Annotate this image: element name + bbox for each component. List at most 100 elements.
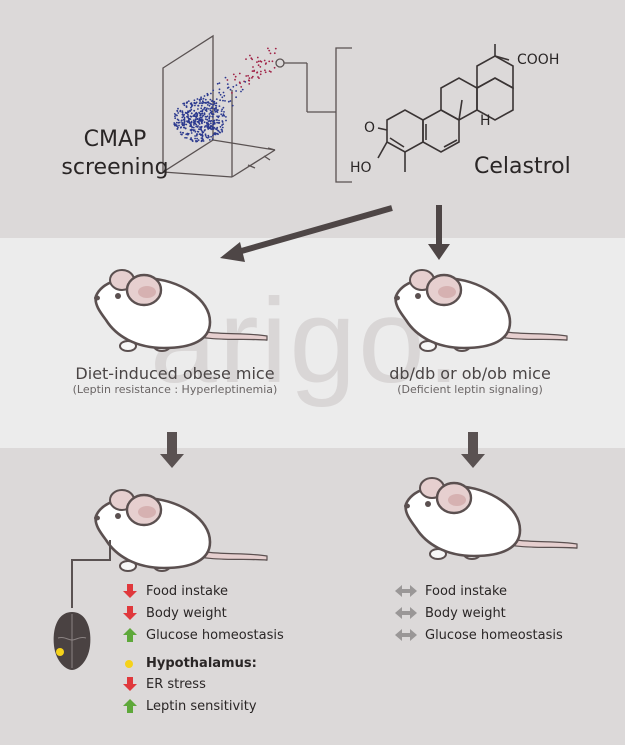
scatter-point <box>205 108 208 111</box>
scatter-point <box>210 107 212 110</box>
cmap-line2: screening <box>61 155 169 180</box>
scatter-point <box>231 104 234 107</box>
cmap-scatter-plot <box>162 34 276 178</box>
scatter-point <box>185 105 188 107</box>
scatter-point <box>205 102 207 104</box>
scatter-point <box>175 121 178 124</box>
scatter-point <box>189 102 192 105</box>
effect-label: Leptin sensitivity <box>146 698 257 714</box>
scatter-point <box>201 102 204 105</box>
scatter-point <box>257 60 260 63</box>
scatter-point <box>218 82 221 84</box>
scatter-point <box>190 108 193 111</box>
scatter-point <box>201 132 204 134</box>
scatter-point <box>223 115 226 117</box>
scatter-point <box>189 123 192 126</box>
effect-item: Leptin sensitivity <box>122 696 257 716</box>
scatter-point <box>190 115 193 118</box>
scatter-point <box>214 133 217 136</box>
effect-label: Body weight <box>146 605 227 621</box>
scatter-point <box>251 75 254 78</box>
scatter-point <box>206 121 208 124</box>
scatter-point <box>185 102 188 104</box>
scatter-point <box>177 107 179 110</box>
scatter-point <box>269 52 272 55</box>
scatter-point <box>183 121 186 124</box>
scatter-point <box>224 100 226 102</box>
scatter-point <box>192 129 195 131</box>
scatter-point <box>199 126 201 128</box>
scatter-point <box>199 113 202 115</box>
scatter-point <box>173 122 176 124</box>
scatter-point <box>206 115 209 118</box>
scatter-point <box>181 121 184 124</box>
scatter-point <box>201 139 204 142</box>
scatter-point <box>184 127 187 130</box>
scatter-point <box>199 110 202 113</box>
scatter-point <box>227 86 230 89</box>
scatter-point <box>189 138 192 141</box>
scatter-point <box>210 135 213 138</box>
scatter-point <box>200 107 203 110</box>
scatter-point <box>200 98 203 100</box>
scatter-point <box>193 114 195 117</box>
scatter-point <box>256 61 258 63</box>
scatter-point <box>196 98 199 100</box>
cmap-line1: CMAP <box>83 127 147 152</box>
scatter-point <box>202 97 205 100</box>
scatter-point <box>190 112 193 115</box>
scatter-point <box>186 121 189 123</box>
cooh-label: COOH <box>517 52 560 68</box>
dio-subtitle: (Leptin resistance : Hyperleptinemia) <box>72 383 278 396</box>
scatter-point <box>221 96 224 99</box>
scatter-point <box>189 109 191 112</box>
scatter-point <box>206 94 209 97</box>
scatter-point <box>210 110 213 113</box>
scatter-point <box>193 109 196 112</box>
scatter-point <box>201 100 204 103</box>
scatter-point <box>196 126 199 128</box>
scatter-point <box>200 104 203 107</box>
scatter-point <box>247 79 250 82</box>
scatter-point <box>211 113 214 116</box>
scatter-point <box>204 98 207 101</box>
scatter-point <box>212 120 215 123</box>
scatter-point <box>225 119 227 122</box>
brain-icon <box>53 612 91 670</box>
scatter-point <box>203 129 206 132</box>
arrow-down-icon <box>122 676 138 692</box>
scatter-point <box>201 109 204 111</box>
scatter-point <box>178 121 181 124</box>
scatter-point <box>203 108 205 110</box>
scatter-point <box>235 90 238 92</box>
scatter-point <box>264 69 266 72</box>
scatter-point <box>217 130 220 132</box>
scatter-point <box>232 73 235 76</box>
scatter-point <box>187 115 190 117</box>
scatter-point <box>222 91 225 94</box>
effect-item: Body weight <box>395 603 506 623</box>
scatter-point <box>263 59 266 62</box>
scatter-point <box>218 105 221 107</box>
scatter-point <box>240 90 242 93</box>
scatter-point <box>210 122 212 125</box>
scatter-point <box>206 126 209 129</box>
scatter-point <box>229 100 232 102</box>
scatter-point <box>208 117 211 120</box>
scatter-point <box>219 131 222 134</box>
scatter-point <box>195 125 198 128</box>
scatter-point <box>271 60 274 63</box>
scatter-point <box>223 111 225 113</box>
scatter-point <box>191 140 194 143</box>
dot-icon <box>122 655 138 671</box>
effect-item: Body weight <box>122 603 227 623</box>
scatter-point <box>200 102 203 104</box>
effect-item: Glucose homeostasis <box>395 625 563 645</box>
scatter-point <box>218 88 221 91</box>
scatter-point <box>196 113 199 116</box>
effect-item: Food instake <box>122 581 228 601</box>
scatter-point <box>198 111 201 114</box>
oxo-label: O <box>364 120 376 136</box>
scatter-point <box>212 122 215 125</box>
